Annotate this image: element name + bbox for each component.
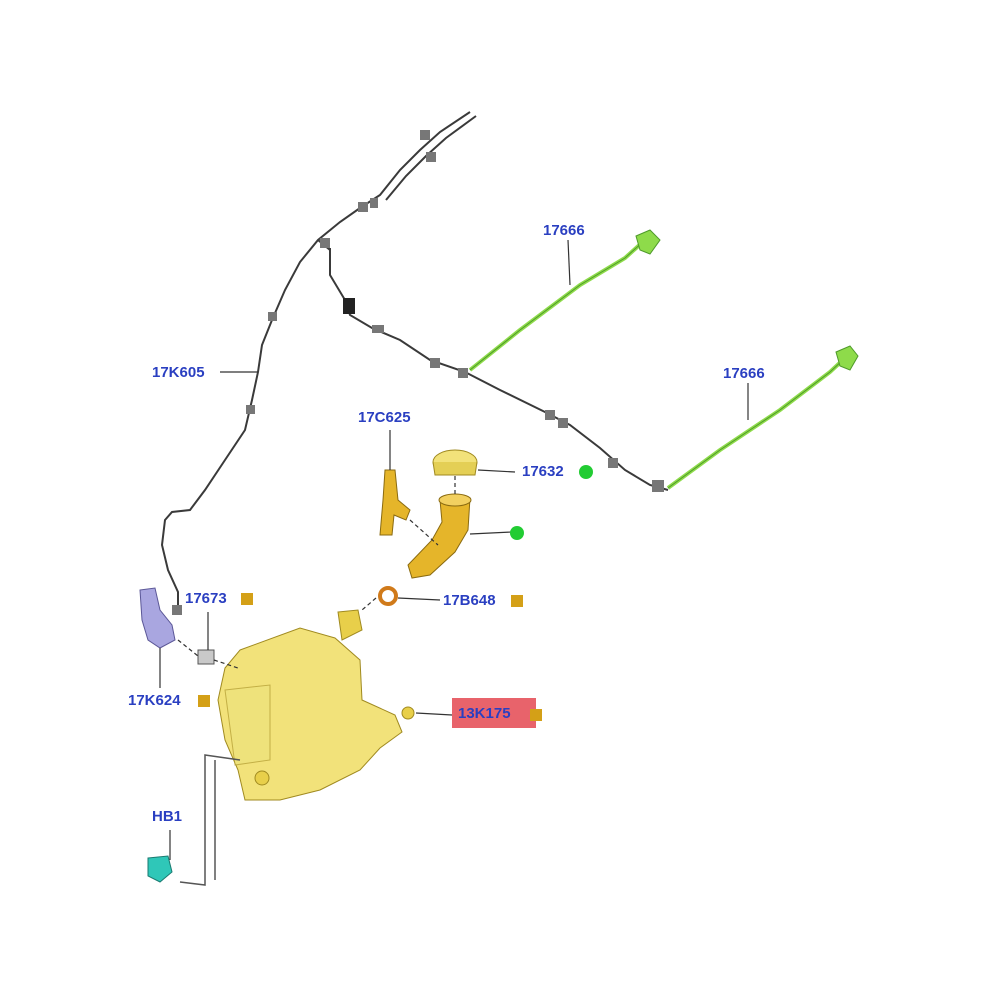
callout-17b648[interactable]: 17B648 bbox=[443, 592, 496, 609]
marker-dot-filler-neck bbox=[510, 526, 524, 540]
marker-square-reservoir bbox=[530, 709, 542, 721]
callout-17666-lower[interactable]: 17666 bbox=[723, 365, 765, 382]
callout-13k175[interactable]: 13K175 bbox=[458, 705, 511, 722]
filler-neck bbox=[407, 493, 472, 579]
hose-connectors bbox=[172, 130, 664, 615]
jet-hose-lower bbox=[666, 345, 859, 490]
washer-hose-main bbox=[160, 111, 669, 610]
harness-wiring bbox=[179, 754, 241, 886]
filler-cap bbox=[432, 449, 478, 476]
jet-hose-upper bbox=[468, 229, 661, 372]
washer-pump bbox=[139, 587, 176, 649]
highlight-box bbox=[452, 698, 536, 728]
harness-connector bbox=[147, 855, 173, 883]
callout-17666-upper[interactable]: 17666 bbox=[543, 222, 585, 239]
callout-17k624[interactable]: 17K624 bbox=[128, 692, 181, 709]
callout-17k605[interactable]: 17K605 bbox=[152, 364, 205, 381]
marker-square-pump bbox=[198, 695, 210, 707]
grommet bbox=[378, 586, 398, 606]
bracket bbox=[379, 469, 411, 536]
callout-17673[interactable]: 17673 bbox=[185, 590, 227, 607]
marker-square-check-valve bbox=[241, 593, 253, 605]
callout-17c625[interactable]: 17C625 bbox=[358, 409, 411, 426]
check-valve bbox=[197, 649, 215, 665]
callout-17632[interactable]: 17632 bbox=[522, 463, 564, 480]
leader-lines bbox=[159, 239, 749, 860]
washer-reservoir bbox=[217, 609, 415, 801]
marker-dot-filler-cap bbox=[579, 465, 593, 479]
callout-hb1[interactable]: HB1 bbox=[152, 808, 183, 825]
marker-square-grommet bbox=[511, 595, 523, 607]
